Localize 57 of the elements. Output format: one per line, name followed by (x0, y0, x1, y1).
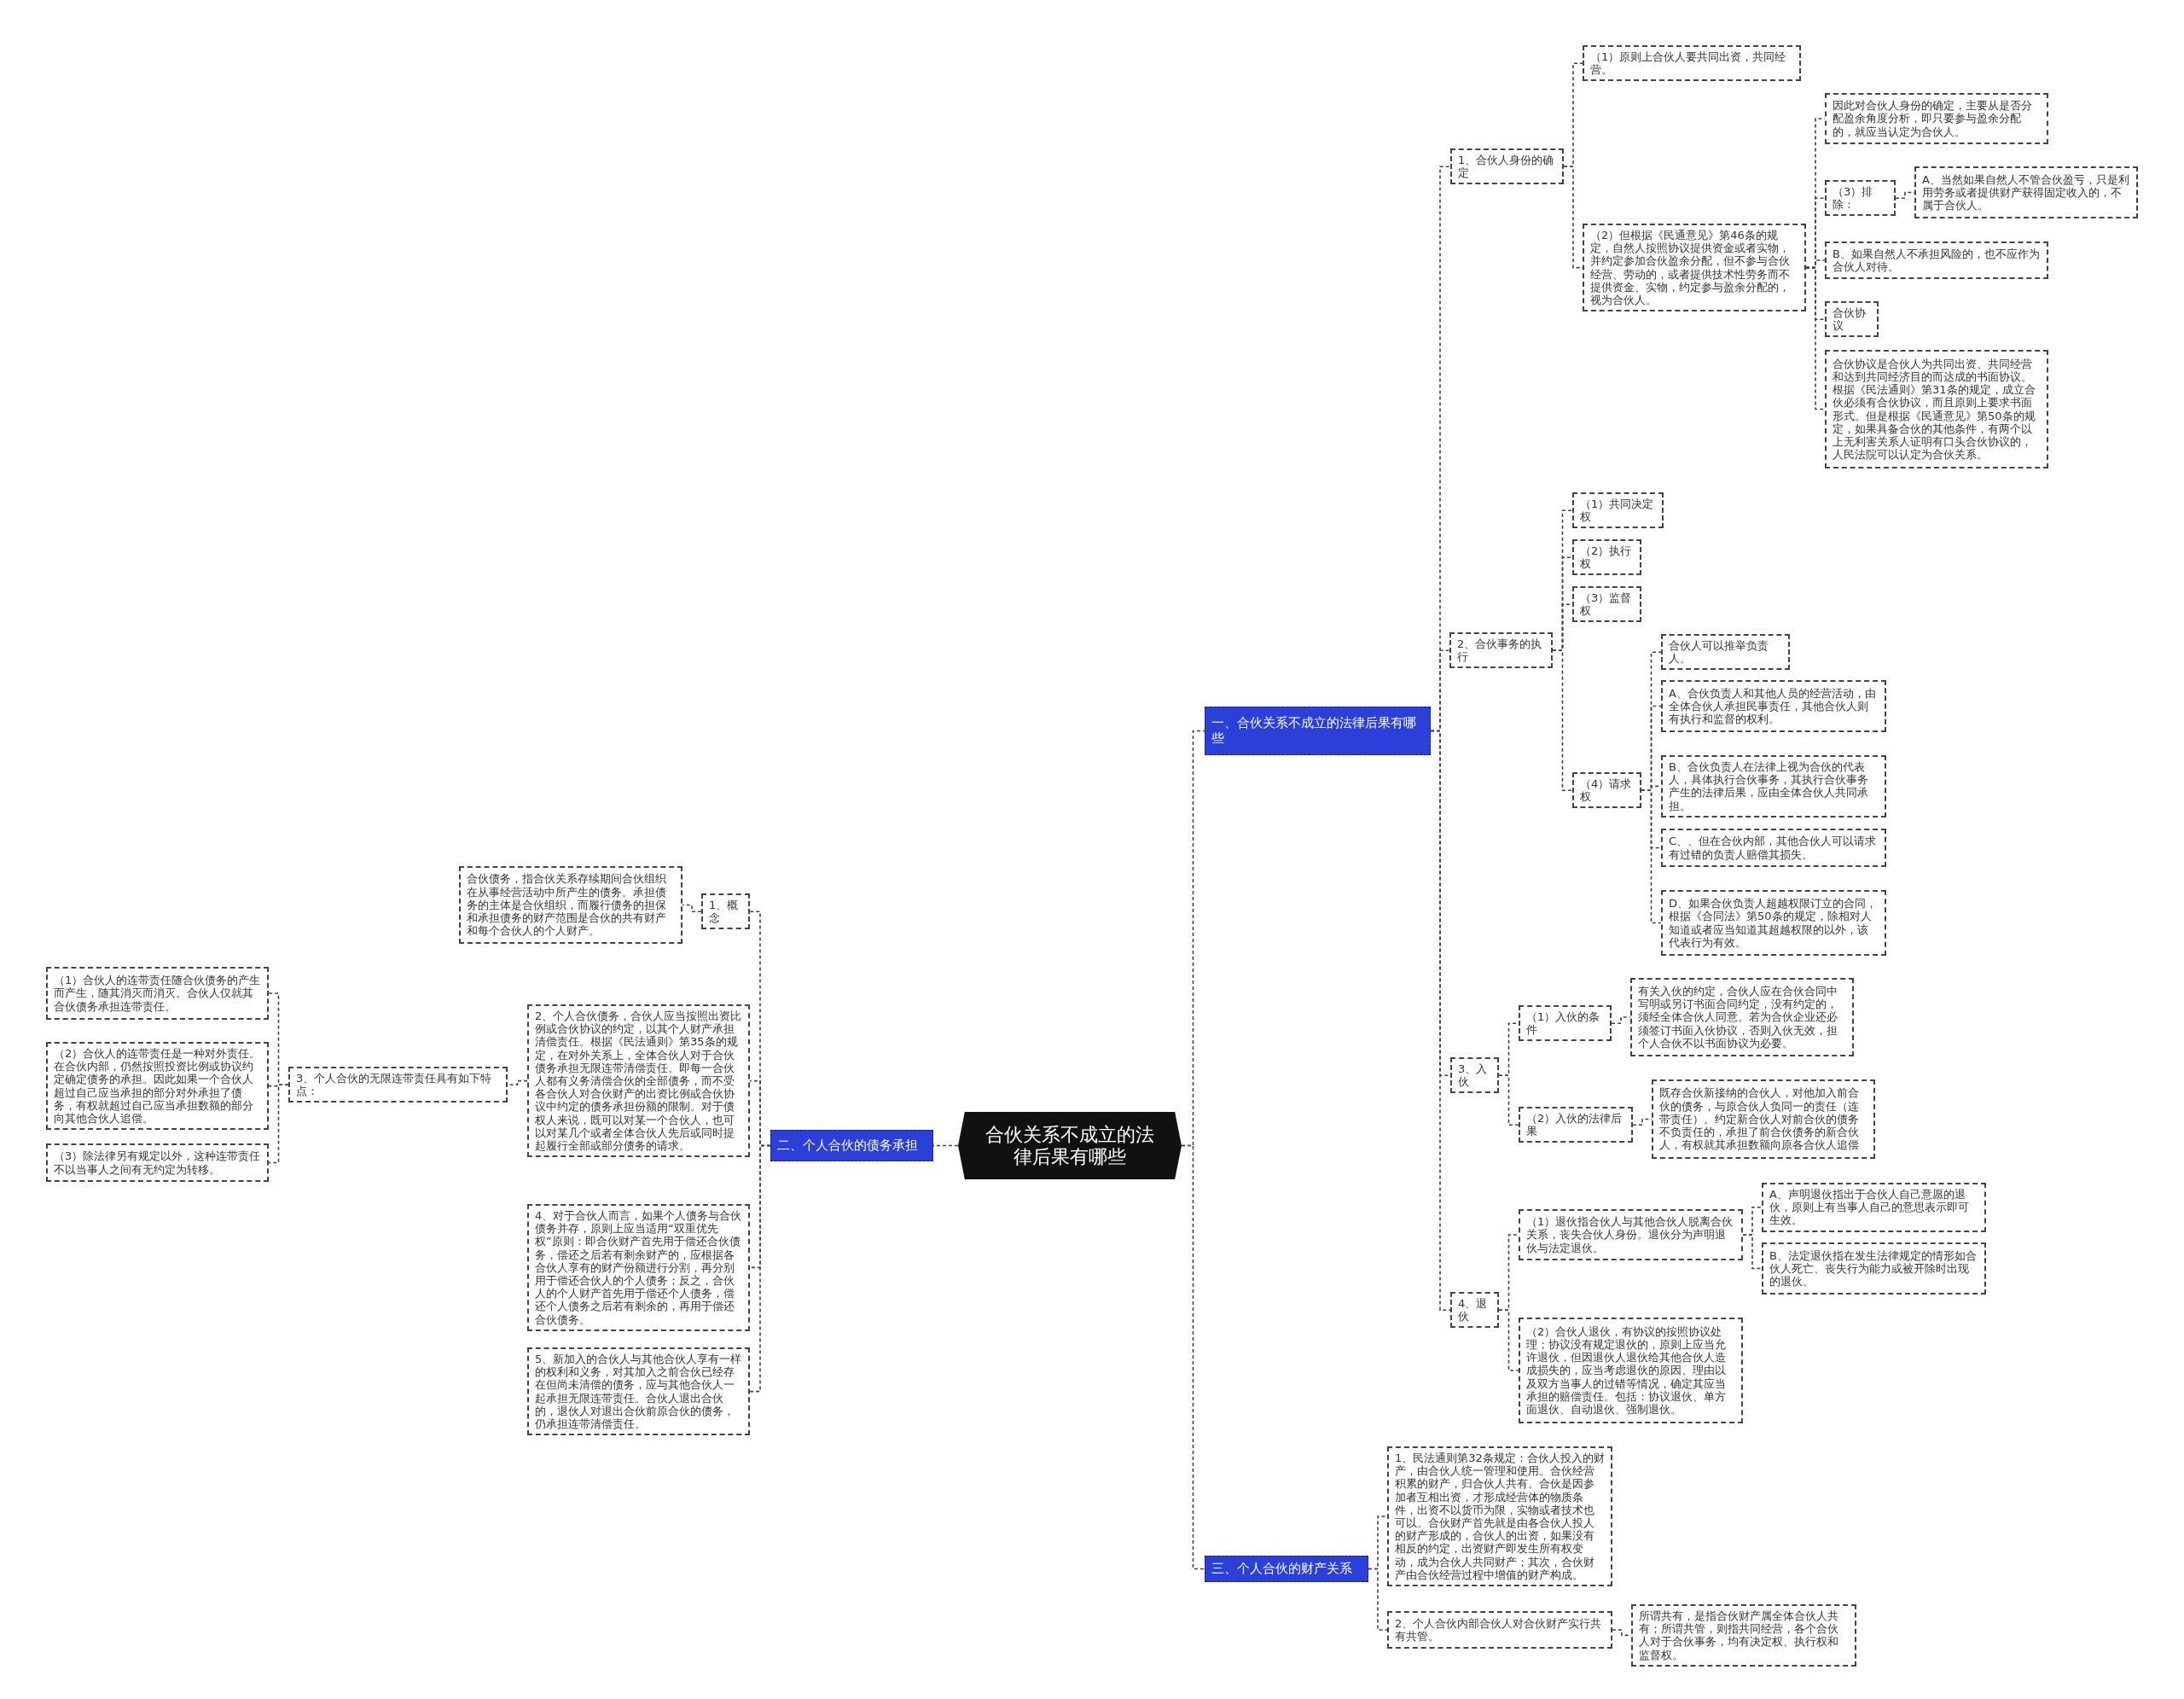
connector (1552, 649, 1573, 791)
branch-topic: 三、个人合伙的财产关系 (1205, 1556, 1368, 1582)
connector (268, 1084, 289, 1164)
connector (1742, 1234, 1763, 1270)
topic-box: 1、民法通则第32条规定：合伙人投入的财产，由合伙人统一管理和使用。合伙经营积累的财产，归合伙人共有。合伙是因参加者互相出资，才形成经营体的物质条件，出资不以货币为限，实物或者技术也可以。合伙财产首先就是由各合伙人投人的财产形成的，合伙人的出资，如果没有相反的约定，出资财产即发生所有权变动，成为合伙人共同财产；其次，合伙财产由合伙经营过程中增值的财产构成。 (1387, 1446, 1612, 1587)
topic-box: （1）合伙人的连带责任随合伙债务的产生而产生，随其消灭而消灭。合伙人仅就其合伙债务承担连带责任。 (46, 967, 269, 1020)
topic-box: 合伙人可以推举负责人。 (1661, 634, 1790, 671)
topic-box: A、声明退伙指出于合伙人自己意愿的退伙，原则上有当事人自己的意思表示即可生效。 (1762, 1183, 1986, 1232)
topic-box: 合伙债务，指合伙关系存续期间合伙组织在从事经营活动中所产生的债务。承担债务的主体是合伙组织，而履行债务的担保和承担债务的财产范围是合伙的共有财产和每个合伙人的个人财产。 (459, 866, 682, 944)
topic-box: 5、新加入的合伙人与其他合伙人享有一样的权利和义务，对其加入之前合伙已经存在但尚未清偿的债务，应与其他合伙人一起承担无限连带责任。合伙人退出合伙的，退伙人对退出合伙前原合伙的债务，仍承担连带清偿责任。 (527, 1347, 750, 1436)
topic-box: （2）入伙的法律后果 (1519, 1107, 1633, 1143)
connector (1368, 1568, 1388, 1631)
topic-box: B、如果自然人不承担风险的，也不应作为合伙人对待。 (1825, 241, 2048, 279)
topic-box: B、法定退伙指在发生法律规定的情形如合伙人死亡、丧失行为能力或被开除时出现的退伙。 (1762, 1242, 1986, 1295)
topic-box: 4、退伙 (1450, 1292, 1499, 1329)
topic-box: B、合伙负责人在法律上视为合伙的代表人，具体执行合伙事务，其执行合伙事务产生的法律后果，应由全体合伙人共同承担。 (1661, 755, 1886, 817)
topic-box: 合伙协议 (1825, 301, 1879, 338)
branch-topic: 一、合伙关系不成立的法律后果有哪些 (1205, 707, 1431, 755)
topic-box: 2、个人合伙内部合伙人对合伙财产实行共有共管。 (1387, 1611, 1612, 1649)
topic-box: 1、概念 (701, 893, 750, 930)
topic-box: （2）合伙人的连带责任是一种对外责任。在合伙内部，仍然按照投资比例或协议约定确定债务的承担。因此如果一个合伙人超过自己应当承担的部分对外承担了债务，有权就超过自己应当承担数额的部分向其他合伙人追偿。 (46, 1042, 269, 1131)
topic-box: （1）入伙的条件 (1519, 1005, 1612, 1042)
connector (1611, 1016, 1631, 1024)
topic-box: （2）执行权 (1572, 539, 1641, 576)
topic-box: （1）共同决定权 (1572, 492, 1664, 529)
topic-box: A、合伙负责人和其他人员的经营活动，由全体合伙人承担民事责任，其他合伙人则有执行和监督的权利。 (1661, 680, 1886, 732)
topic-box: D、如果合伙负责人超越权限订立的合同，根据《合同法》第50条的规定，除相对人知道或者应当知道其超越权限的以外，该代表行为有效。 (1661, 890, 1886, 956)
topic-box: （4）请求权 (1572, 772, 1641, 809)
topic-box: 既存合伙新接纳的合伙人，对他加入前合伙的债务，与原合伙人负同一的责任（连带责任）。约定新合伙人对前合伙的债务不负责任的，承担了前合伙债务的新合伙人，有权就其承担数额向原各合伙人追偿 (1652, 1079, 1875, 1159)
topic-box: 2、合伙事务的执行 (1449, 632, 1553, 669)
topic-box: A、当然如果自然人不管合伙盈亏，只是利用劳务或者提供财产获得固定收入的，不属于合伙人。 (1914, 166, 2138, 218)
topic-box: （1）退伙指合伙人与其他合伙人脱离合伙关系，丧失合伙人身份。退伙分为声明退伙与法定退伙。 (1519, 1209, 1743, 1260)
connector (1498, 1074, 1519, 1126)
connector (749, 1144, 771, 1393)
topic-box: 所谓共有，是指合伙财产属全体合伙人共有；所谓共管，则指共同经营，各个合伙人对于合伙事务，均有决定权、执行权和监督权。 (1631, 1604, 1856, 1667)
topic-box: 3、个人合伙的无限连带责任具有如下特点： (288, 1067, 508, 1103)
topic-box: （1）原则上合伙人要共同出资，共同经营。 (1583, 45, 1801, 82)
topic-box: 4、对于合伙人而言，如果个人债务与合伙债务并存，原则上应当适用“双重优先权”原则：即合伙财产首先用于偿还合伙债务，偿还之后若有剩余财产的，应根据各合伙人享有的财产份额进行分割，再分别用于偿还合伙人的个人债务；反之，合伙人的个人财产首先用于偿还个人债务，偿还个人债务之后若有剩余的，再用于偿还合伙债务。 (527, 1204, 750, 1331)
topic-box: 有关入伙的约定，合伙人应在合伙合同中写明或另订书面合同约定，没有约定的，须经全体合伙人同意。若为合伙企业还必须签订书面入伙协议，否则入伙无效，担个人合伙不以书面协议为必要。 (1630, 978, 1854, 1056)
connector (1430, 730, 1451, 1311)
topic-box: （3）除法律另有规定以外，这种连带责任不以当事人之间有无约定为转移。 (46, 1143, 269, 1182)
topic-box: （2）但根据《民通意见》第46条的规定，自然人按照协议提供资金或者实物，并约定参加合伙盈余分配，但不参与合伙经营、劳动的，或者提供技术性劳务而不提供资金、实物，约定参与盈余分配的，视为合伙人。 (1583, 224, 1806, 312)
connector (1641, 789, 1662, 924)
topic-box: 2、个人合伙债务，合伙人应当按照出资比例或合伙协议的约定，以其个人财产承担清偿责任。根据《民法通则》第35条的规定，在对外关系上，全体合伙人对于合伙债务承担无限连带清偿责任。即每一合伙人都有义务清偿合伙的全部债务，而不受各合伙人对合伙财产的出资比例或合伙协议中约定的债务承担份额的限制。对于债权人来说，既可以对某一个合伙人，也可以对某几个或者全体合伙人先后或同时提起履行全部或部分债务的请求。 (527, 1004, 750, 1158)
topic-box: C、、但在合伙内部，其他合伙人可以请求有过错的负责人赔偿其损失。 (1661, 829, 1886, 867)
central-topic: 合伙关系不成立的法律后果有哪些 (958, 1112, 1182, 1179)
topic-box: 3、入伙 (1450, 1057, 1499, 1094)
connector (1805, 266, 1826, 410)
topic-box: 合伙协议是合伙人为共同出资、共同经营和达到共同经济目的而达成的书面协议。根据《民法通则》第31条的规定，成立合伙必须有合伙协议，而且原则上要求书面形式。但是根据《民通意见》第50条的规定，如果具备合伙的其他条件，有两个以上无利害关系人证明有口头合伙协议的，人民法院可以认定为合伙关系。 (1825, 350, 2048, 468)
topic-box: （3）监督权 (1572, 586, 1641, 623)
connector (1181, 1144, 1205, 1570)
connector (1498, 1309, 1519, 1371)
topic-box: 因此对合伙人身份的确定，主要从是否分配盈余角度分析，即只要参与盈余分配的，就应当认定为合伙人。 (1825, 93, 2048, 144)
topic-box: （2）合伙人退伙，有协议的按照协议处理；协议没有规定退伙的，原则上应当允许退伙，但因退伙人退伙给其他合伙人造成损失的，应当考虑退伙的原因、理由以及双方当事人的过错等情况，确定其应当承担的赔偿责任。包括：协议退伙、单方面退伙、自动退伙、强制退伙。 (1519, 1318, 1743, 1423)
topic-box: 1、合伙人身份的确定 (1450, 148, 1564, 185)
branch-topic: 二、个人合伙的债务承担 (770, 1130, 933, 1161)
topic-box: （3）排除： (1825, 180, 1896, 217)
